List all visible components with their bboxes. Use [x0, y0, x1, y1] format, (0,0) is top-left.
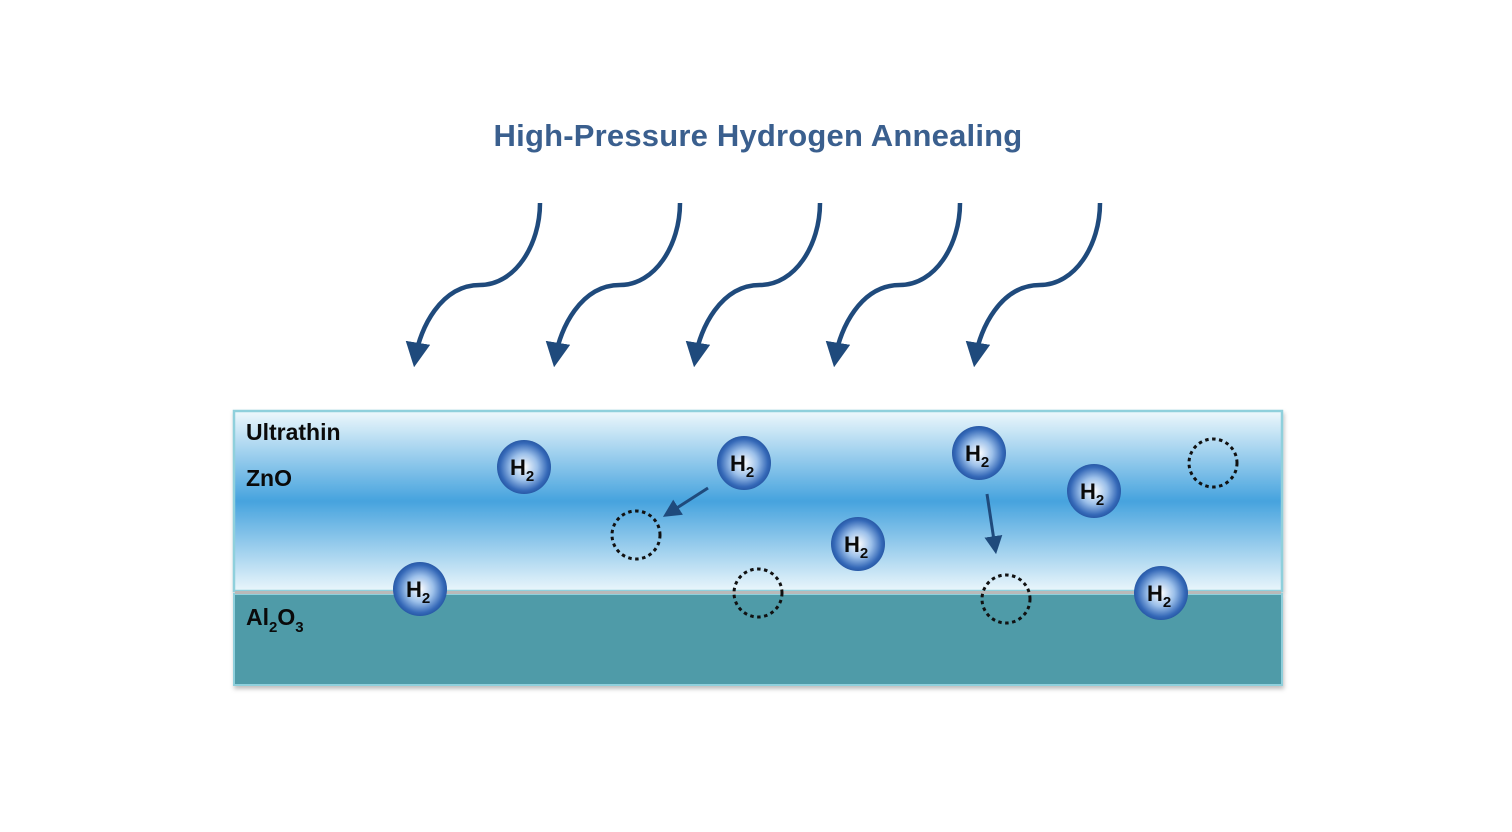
incoming-arrow-1: [405, 202, 543, 368]
al2o3-layer: [233, 593, 1283, 686]
h2-molecule: H2: [1134, 566, 1188, 620]
h2-molecule: H2: [1067, 464, 1121, 518]
svg-text:H2: H2: [1080, 479, 1104, 509]
zno-label-line2: ZnO: [246, 465, 292, 491]
h2-molecules: H2 H2 H2 H2 H2 H2: [393, 426, 1188, 620]
h2-molecule: H2: [831, 517, 885, 571]
h2-molecule: H2: [952, 426, 1006, 480]
vacancy-1: [610, 509, 662, 561]
svg-text:H2: H2: [965, 441, 989, 471]
svg-text:H2: H2: [844, 532, 868, 562]
vacancy-3: [980, 573, 1032, 625]
vacancy-2: [732, 567, 784, 619]
incoming-arrow-4: [825, 202, 963, 368]
svg-text:H2: H2: [1147, 581, 1171, 611]
svg-text:H2: H2: [406, 577, 430, 607]
zno-label-line1: Ultrathin: [246, 419, 341, 445]
incoming-arrow-3: [685, 202, 823, 368]
zno-layer: [232, 409, 1284, 593]
incoming-arrow-5: [965, 202, 1103, 368]
h2-molecule: H2: [717, 436, 771, 490]
svg-text:H2: H2: [730, 451, 754, 481]
diagram-title: High-Pressure Hydrogen Annealing: [493, 118, 1023, 153]
hydrogen-arrows: [405, 202, 1103, 368]
vacancy-4: [1187, 437, 1239, 489]
h2-molecule: H2: [497, 440, 551, 494]
diffusion-arrow-1: [662, 486, 709, 517]
h2-molecule: H2: [393, 562, 447, 616]
incoming-arrow-2: [545, 202, 683, 368]
diffusion-arrow-2: [984, 493, 1003, 555]
svg-text:H2: H2: [510, 455, 534, 485]
al2o3-label: Al2O3: [246, 604, 304, 636]
vacancies: [610, 437, 1239, 625]
